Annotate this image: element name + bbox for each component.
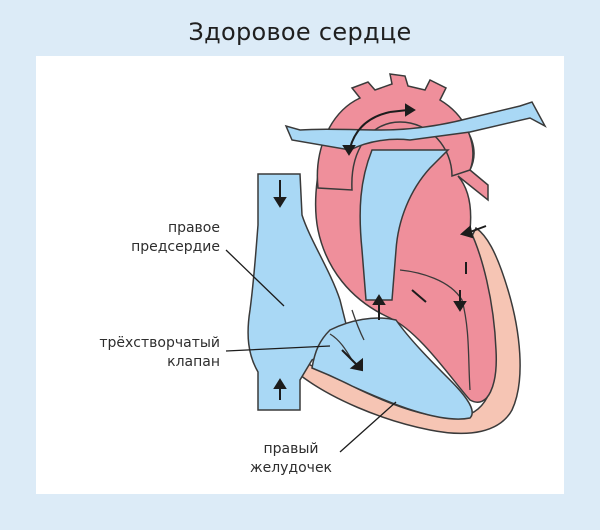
callout-line-right-ventricle	[339, 401, 397, 453]
label-right-atrium-line2: предсердие	[131, 239, 220, 255]
arrow-head-7	[453, 301, 467, 312]
flow-arrows	[273, 103, 487, 400]
right-ventricle-chamber	[311, 317, 473, 420]
left-ventricle-cavity	[399, 269, 471, 391]
arrow-tricuspid	[341, 349, 357, 365]
label-tricuspid-valve: трёхстворчатый клапан	[70, 334, 220, 372]
label-right-ventricle-line1: правый	[263, 441, 319, 457]
label-tricuspid-valve-line2: клапан	[167, 354, 220, 370]
callout-line-tricuspid-valve	[225, 345, 331, 352]
label-right-atrium-line1: правое	[167, 220, 220, 236]
arrow-mitral-1	[411, 289, 427, 303]
arrow-head-4	[372, 294, 386, 305]
label-right-ventricle-line2: желудочек	[249, 460, 333, 476]
callout-line-right-atrium	[225, 249, 285, 307]
arrow-head-5	[405, 103, 416, 117]
arrow-head-3	[349, 357, 363, 372]
arrow-arch-curve	[349, 111, 391, 149]
arrow-head-6	[342, 145, 356, 156]
pulmonary-artery	[284, 101, 547, 151]
page-title: Здоровое сердце	[188, 18, 412, 46]
label-right-ventricle: правый желудочек	[236, 440, 346, 478]
label-right-atrium: правое предсердие	[110, 219, 220, 257]
arrow-head-1	[273, 197, 287, 208]
arrow-pulmonary-vein	[469, 225, 487, 233]
arrow-head-2	[273, 378, 287, 389]
pulmonary-trunk	[359, 149, 450, 301]
arrow-head-8	[459, 225, 474, 239]
label-tricuspid-valve-line1: трёхстворчатый	[99, 335, 220, 351]
aortic-arch	[316, 73, 474, 191]
